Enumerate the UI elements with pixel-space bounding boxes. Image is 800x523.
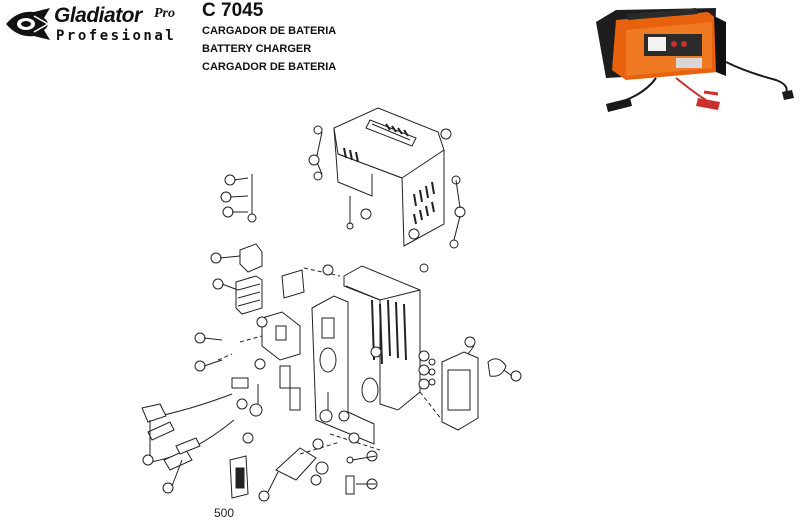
diagram-footer-code: 500 — [214, 506, 235, 520]
brand-name: Gladiator — [54, 4, 142, 27]
description-line-3: CARGADOR DE BATERIA — [202, 61, 337, 73]
brand-suffix: Pro — [154, 6, 175, 21]
description-line-1: CARGADOR DE BATERIA — [202, 25, 337, 37]
description-line-2: BATTERY CHARGER — [202, 43, 312, 55]
top-cover — [333, 107, 445, 247]
transformer — [235, 243, 263, 315]
rectifier-block — [441, 351, 507, 431]
battery-charger-photo — [596, 8, 794, 112]
brand-logo: Gladiator Pro Profesional — [4, 4, 194, 46]
assembly-lines — [217, 267, 443, 455]
model-number: C 7045 — [202, 0, 264, 21]
cables-and-clamps — [141, 393, 235, 471]
gladiator-helmet-icon — [6, 8, 50, 40]
components — [229, 358, 436, 499]
callouts — [142, 128, 522, 502]
front-panel — [311, 295, 379, 445]
brand-tagline: Profesional — [56, 28, 177, 44]
bracket — [261, 269, 305, 361]
base-housing — [343, 265, 421, 411]
